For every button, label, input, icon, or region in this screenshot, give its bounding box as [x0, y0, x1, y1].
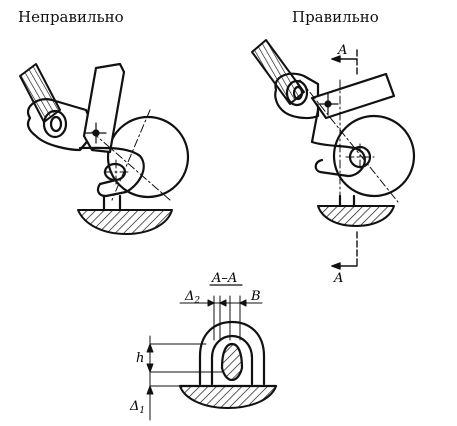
pivot-left — [85, 122, 107, 144]
label-correct: Правильно — [292, 8, 379, 26]
section-mark-top: A — [337, 43, 347, 58]
dimension-lines — [146, 295, 263, 421]
pivot-right — [317, 93, 339, 115]
eye-link-left — [26, 98, 97, 152]
delta1-label: Δ1 — [129, 399, 145, 416]
section-title: A–A — [211, 271, 237, 286]
lever-left — [82, 62, 126, 154]
disc-left — [106, 115, 190, 199]
b-label: B — [250, 289, 261, 304]
delta2-label: Δ2 — [184, 289, 200, 306]
label-incorrect: Неправильно — [18, 8, 124, 26]
shackle-inner — [210, 334, 254, 386]
eye-link-right — [274, 72, 320, 120]
hook-right — [310, 108, 372, 178]
section-view — [146, 284, 278, 421]
correct-assembly — [251, 39, 416, 270]
pin-section — [220, 342, 244, 382]
rope-right — [251, 39, 305, 105]
h-label: h — [136, 351, 144, 366]
rope-left — [19, 63, 61, 123]
section-line — [331, 49, 358, 270]
lever-right — [310, 72, 396, 120]
centerlines-right — [299, 79, 399, 203]
section-mark-bottom: A — [333, 271, 343, 286]
centerlines-left — [91, 109, 171, 201]
base-right — [317, 194, 395, 227]
disc-right — [332, 114, 416, 198]
base-section — [179, 385, 277, 409]
incorrect-assembly — [19, 62, 190, 235]
base-left — [77, 194, 173, 235]
